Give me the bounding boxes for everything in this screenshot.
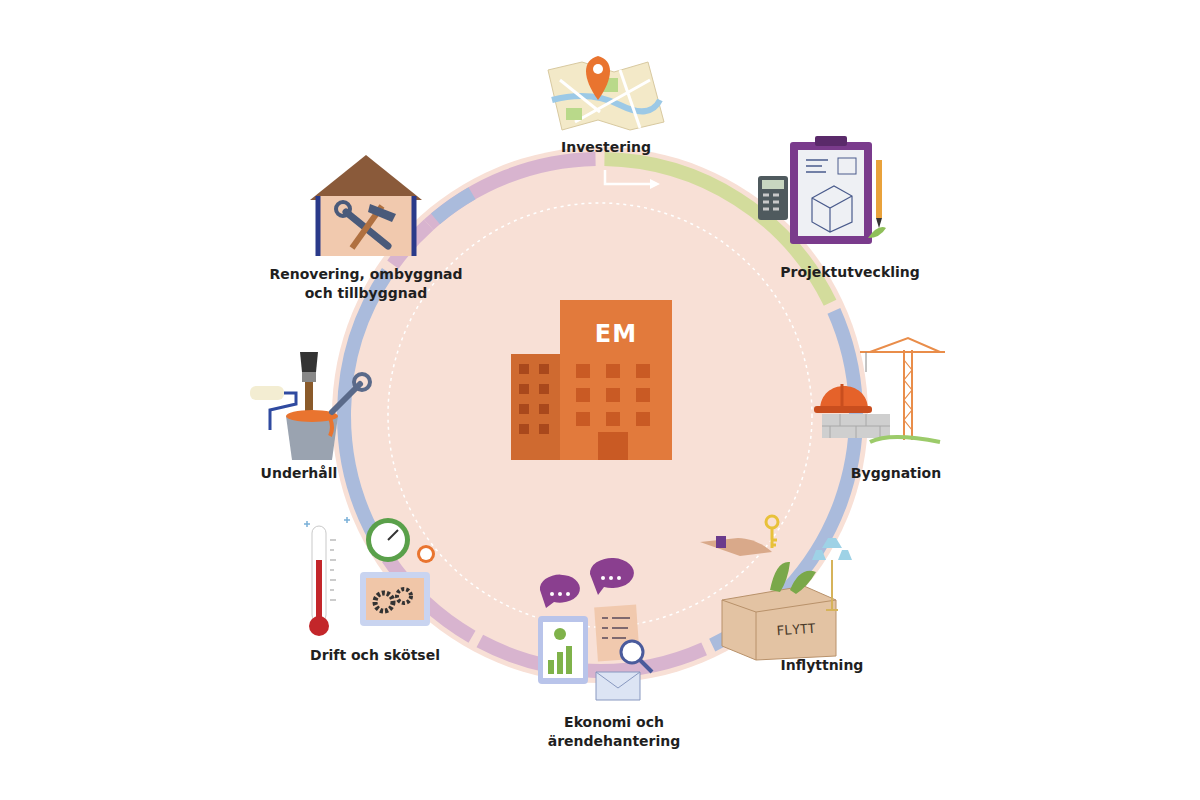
construction-icon bbox=[814, 338, 945, 442]
cycle-arrow bbox=[605, 170, 652, 184]
cycle-ring bbox=[344, 159, 856, 671]
stage-label: Drift och skötsel bbox=[285, 646, 465, 665]
stage-label: Byggnation bbox=[826, 464, 966, 483]
maintenance-icon bbox=[250, 352, 370, 460]
map-icon bbox=[548, 56, 664, 130]
stage-label: Projektutveckling bbox=[750, 263, 950, 282]
stage-label: Renovering, ombyggnad och tillbyggnad bbox=[264, 265, 469, 303]
stage-label: Ekonomi och ärendehantering bbox=[539, 713, 689, 751]
clipboard-icon bbox=[758, 136, 886, 244]
ring-segment bbox=[429, 159, 596, 225]
finance-icon bbox=[538, 558, 652, 700]
building-sign: EM bbox=[560, 320, 672, 348]
stage-label: Investering bbox=[516, 138, 696, 157]
cycle-arrowhead bbox=[650, 179, 660, 189]
building-block: EM bbox=[560, 300, 672, 460]
building-wing bbox=[511, 354, 561, 460]
ring-segment bbox=[435, 193, 472, 219]
stage-label: Inflyttning bbox=[752, 656, 892, 675]
ring-segment bbox=[344, 272, 388, 551]
operations-icon bbox=[304, 517, 435, 636]
stage-label: Underhåll bbox=[229, 464, 369, 483]
moving-in-icon bbox=[700, 516, 852, 660]
house-icon bbox=[310, 155, 422, 256]
ring-segment bbox=[480, 641, 704, 671]
